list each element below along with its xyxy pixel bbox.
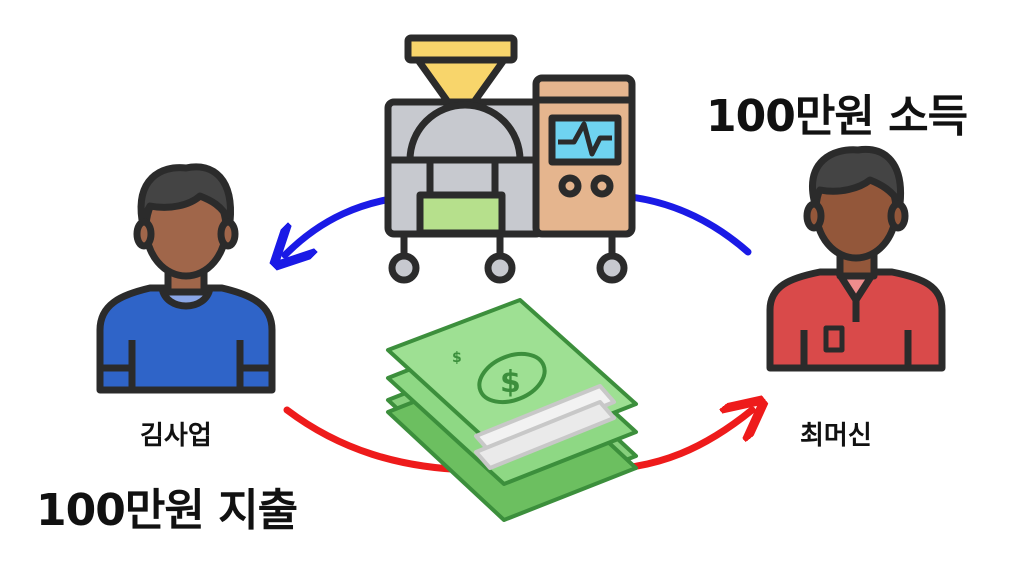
cash-stack-icon: $ $ $ (386, 298, 638, 522)
buyer-name-label: 김사업 (140, 421, 212, 451)
person-red-shirt-icon (766, 145, 946, 372)
income-label: 100만원 소득 (706, 91, 968, 142)
expense-label: 100만원 지출 (36, 485, 298, 536)
person-blue-shirt-icon (96, 163, 276, 394)
industrial-machine-icon (384, 34, 636, 284)
seller-name-label: 최머신 (800, 421, 872, 451)
svg-text:$: $ (500, 365, 521, 400)
svg-text:$: $ (452, 350, 462, 366)
